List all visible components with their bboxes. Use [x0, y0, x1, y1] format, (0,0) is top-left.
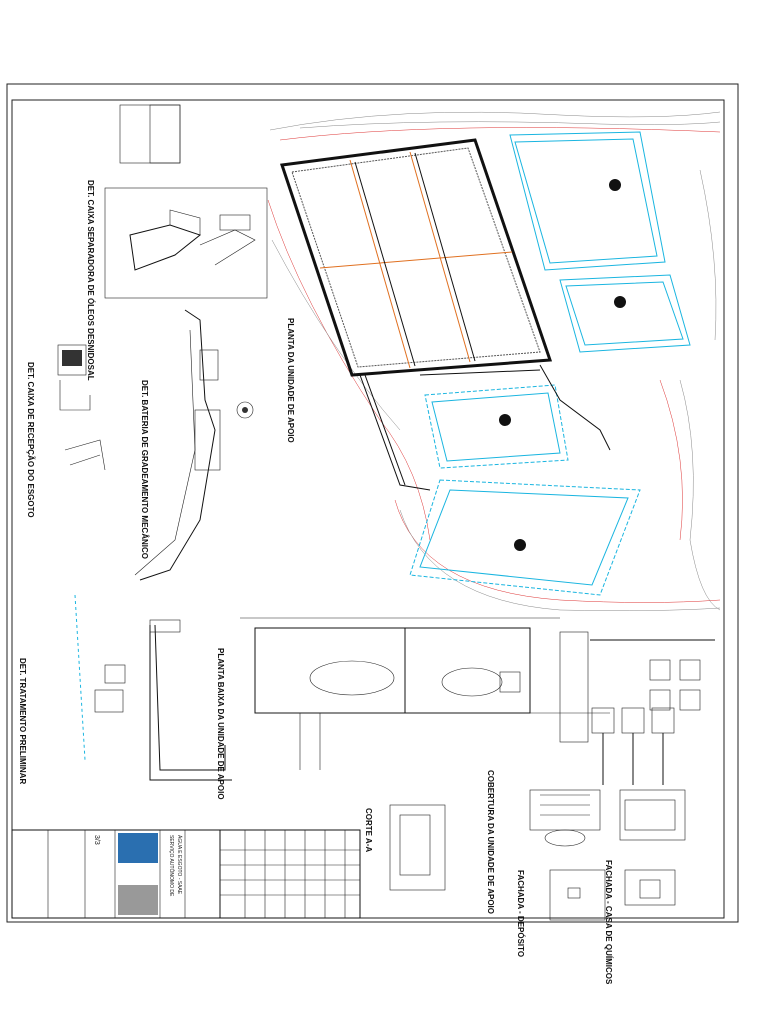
- outer-border: [6, 83, 739, 923]
- left-details: [57, 104, 268, 781]
- title-det-caixa-separadora: DET. CAIXA SEPARADORA DE ÓLEOS DESNIDOSA…: [86, 180, 95, 381]
- planta-baixa: [240, 617, 715, 785]
- title-fachada-casa: FACHADA - CASA DE QUÍMICOS: [604, 860, 613, 985]
- title-cobertura: COBERTURA DA UNIDADE DE APOIO: [486, 770, 495, 914]
- company-logo: [118, 833, 158, 863]
- company-name-2: ÁGUA E ESGOTO - SAAE: [176, 835, 183, 895]
- title-planta-unidade: PLANTA DA UNIDADE DE APOIO: [286, 318, 295, 443]
- title-planta-baixa: PLANTA BAIXA DA UNIDADE DE APOIO: [216, 648, 225, 800]
- bottom-details: [389, 789, 686, 921]
- title-fachada-deposito: FACHADA - DEPÓSITO: [516, 870, 525, 957]
- company-name-1: SERVIÇO AUTÔNOMO DE: [168, 835, 175, 897]
- title-block: [11, 829, 361, 919]
- sheet-number: 3/3: [93, 835, 100, 845]
- title-det-caixa-recepcao: DET. CAIXA DE RECEPÇÃO DO ESGOTO: [26, 362, 35, 518]
- site-plan: [267, 111, 721, 611]
- title-det-tratamento: DET. TRATAMENTO PRELIMINAR: [18, 658, 27, 784]
- company-stamp: [118, 885, 158, 915]
- title-det-bateria: DET. BATERIA DE GRADEAMENTO MECÂNICO: [140, 380, 149, 559]
- inner-border: [11, 99, 725, 919]
- title-corte-aa: CORTE A-A: [364, 808, 373, 852]
